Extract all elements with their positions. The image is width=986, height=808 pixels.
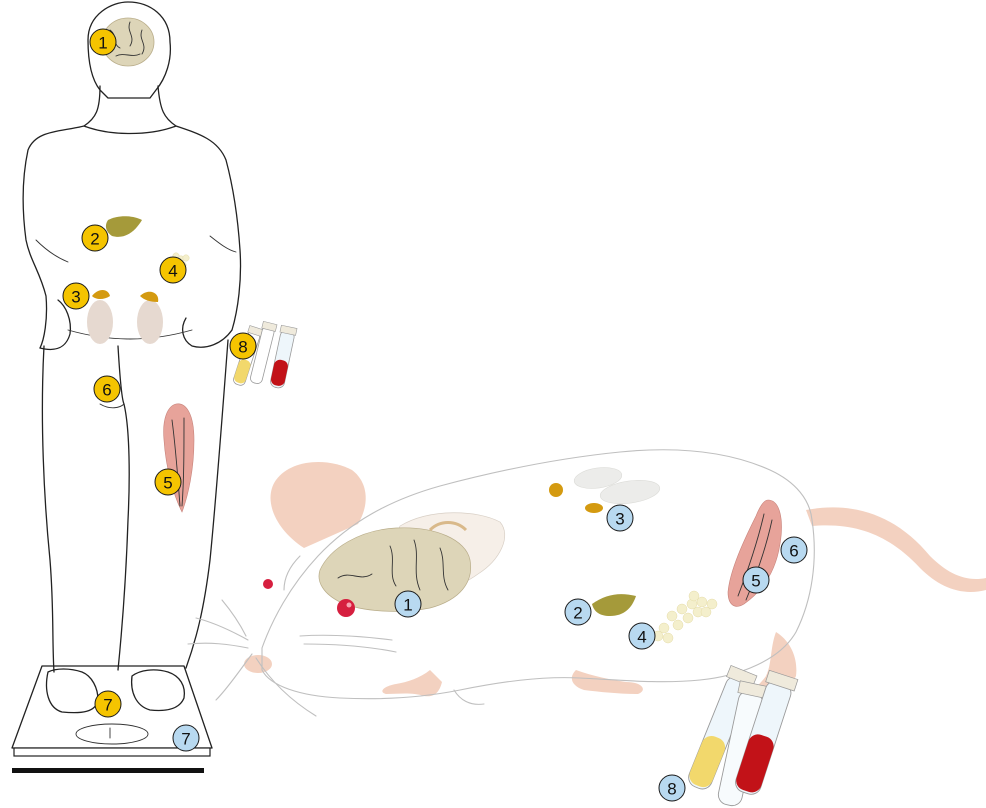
human-label-brain: 1	[90, 29, 116, 55]
mouse-badge-number: 4	[637, 628, 646, 647]
human-badge-number: 4	[168, 262, 177, 281]
mouse-badge-number: 2	[573, 604, 582, 623]
mouse-nose	[244, 655, 272, 673]
human-adrenal-left	[92, 290, 110, 299]
mouse-label-adrenal-kidney: 3	[607, 505, 633, 531]
mouse-adrenal-2	[585, 503, 603, 513]
mouse-sample-tubes	[684, 665, 798, 807]
human-label-tubes: 8	[230, 333, 256, 359]
human-badge-number: 8	[238, 338, 247, 357]
mouse-badge-number: 1	[403, 596, 412, 615]
mouse-badge-number: 3	[615, 510, 624, 529]
human-label-muscle: 5	[155, 469, 181, 495]
mouse-label-brain: 1	[395, 591, 421, 617]
human-figure	[12, 2, 241, 773]
human-kidney-right	[137, 300, 163, 344]
human-badge-number: 5	[163, 474, 172, 493]
human-label-scale: 7	[95, 691, 121, 717]
mouse-label-nerve: 6	[781, 537, 807, 563]
mouse-badge-number: 5	[751, 572, 760, 591]
mouse-adipose	[653, 591, 717, 643]
mouse-tail	[806, 507, 986, 592]
human-liver	[106, 216, 142, 237]
human-adrenal-right	[140, 292, 158, 302]
human-label-nerve: 6	[94, 376, 120, 402]
mouse-front-foot-1	[382, 670, 442, 696]
human-label-adipose: 4	[160, 257, 186, 283]
human-badge-number: 1	[98, 34, 107, 53]
human-badge-number: 6	[102, 381, 111, 400]
mouse-label-tubes: 8	[659, 775, 685, 801]
human-badge-number: 7	[103, 696, 112, 715]
mouse-label-scale: 7	[173, 725, 199, 751]
mouse-badge-number: 6	[789, 542, 798, 561]
mouse-label-adipose: 4	[629, 623, 655, 649]
mouse-front-foot-2	[572, 670, 643, 694]
mouse-label-liver: 2	[565, 599, 591, 625]
mouse-figure	[188, 450, 986, 716]
human-badge-number: 2	[90, 230, 99, 249]
human-label-adrenal-kidney: 3	[63, 283, 89, 309]
mouse-brain	[319, 528, 471, 612]
mouse-eye-front	[337, 599, 355, 617]
mouse-badge-number: 8	[667, 780, 676, 799]
mouse-label-muscle: 5	[743, 567, 769, 593]
mouse-eye-back	[263, 579, 273, 589]
mouse-liver	[592, 594, 636, 616]
mouse-adrenal-1	[549, 483, 563, 497]
human-label-liver: 2	[82, 225, 108, 251]
mouse-ear	[271, 462, 366, 548]
human-badge-number: 3	[71, 288, 80, 307]
mouse-badge-number: 7	[181, 730, 190, 749]
human-kidney-left	[87, 300, 113, 344]
